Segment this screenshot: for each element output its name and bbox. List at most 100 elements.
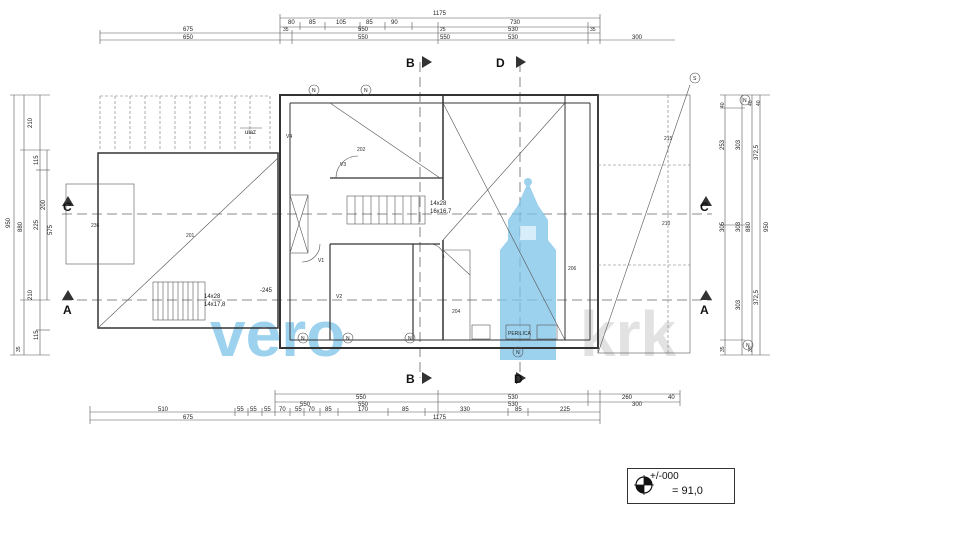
dim-right-b-0: 303 — [736, 221, 742, 232]
dim-bot-r3-2: 55 — [250, 407, 257, 413]
section-d-bottom: D — [514, 372, 523, 386]
label-s: S — [693, 76, 697, 82]
dim-top-r1-2: 105 — [336, 20, 347, 26]
section-b-top: B — [406, 56, 415, 70]
room-201: 201 — [186, 233, 195, 239]
label-v4: V4 — [286, 134, 292, 140]
label-v2: V2 — [336, 294, 342, 300]
dim-bot-r1-0: 550 — [356, 395, 367, 401]
dim-bot-r3-9: 85 — [402, 407, 409, 413]
level-legend: +/-000 = 91,0 — [627, 468, 735, 504]
dim-bot-r3-12: 225 — [560, 407, 571, 413]
section-a-left: A — [63, 303, 72, 317]
dim-right-b-2: 880 — [746, 221, 752, 232]
house-walls: 14x28 16x16,7 PERILICA 202 204 206 236 V… — [91, 94, 599, 349]
section-c-right: C — [700, 200, 709, 214]
dim-right-c-1: 40 — [756, 100, 762, 106]
dim-left-mid-4: 115 — [34, 330, 40, 340]
right-dimensions: 40 253 303 303 35 303 305 880 950 40 40 … — [720, 94, 770, 356]
label-stair-top-2: 16x16,7 — [430, 209, 452, 215]
left-dimensions: 950 210 115 575 210 115 35 880 225 200 — [6, 94, 54, 356]
n-mark-7: N — [743, 98, 747, 104]
label-v1: V1 — [318, 258, 324, 264]
label-appliance: PERILICA — [508, 331, 531, 337]
dim-top-r3-0: 650 — [183, 35, 194, 41]
room-215: 215 — [664, 136, 673, 142]
dim-top-r2-2: 550 — [358, 27, 369, 33]
dim-bot-r3-0: 510 — [158, 407, 169, 413]
dim-right-c-2: 372,5 — [754, 144, 760, 160]
dim-bot-r4-0: 675 — [183, 415, 194, 421]
section-c-left: C — [63, 200, 72, 214]
legend-value-text: = 91,0 — [672, 485, 703, 497]
dim-right-a-1: 253 — [720, 139, 726, 150]
dim-top-r1-1: 85 — [309, 20, 316, 26]
dim-bot-r3-8: 170 — [358, 407, 369, 413]
dim-top-r2-0: 675 — [183, 27, 194, 33]
dim-left-inner-2: 200 — [41, 199, 47, 210]
dim-bot-r1-2: 260 — [622, 395, 633, 401]
room-206: 206 — [568, 266, 577, 272]
dim-bot-r2-0: 550 — [300, 402, 311, 408]
dim-top-r2-4: 530 — [508, 27, 519, 33]
legend-level-text: +/-000 — [650, 471, 679, 482]
dim-right-c-0: 40 — [748, 100, 754, 106]
level-marker-icon — [634, 475, 654, 495]
right-terrace: S 215 210 — [597, 72, 701, 354]
dim-bot-r3-4: 70 — [279, 407, 286, 413]
n-mark-8: N — [746, 343, 750, 349]
dim-bot-r3-11: 85 — [515, 407, 522, 413]
dim-left-mid-0: 210 — [28, 117, 34, 128]
dim-right-c-3: 372,5 — [754, 289, 760, 305]
room-202: 202 — [357, 147, 366, 153]
dim-bot-r3-7: 85 — [325, 407, 332, 413]
dim-bot-r3-3: 55 — [264, 407, 271, 413]
dim-left-mid-5: 35 — [16, 346, 22, 352]
dim-right-a-0: 40 — [720, 102, 726, 108]
label-stair-left: 14x28 — [204, 294, 221, 300]
section-d-top: D — [496, 56, 505, 70]
dim-right-b-1: 305 — [720, 221, 726, 232]
left-terrace: 14x28 14x17,8 -245 ulaz 201 — [65, 95, 279, 329]
n-mark-5: N — [408, 336, 412, 342]
dim-top-r1-4: 90 — [391, 20, 398, 26]
dim-bot-r2-3: 300 — [632, 402, 643, 408]
dim-left-outer: 950 — [6, 217, 12, 228]
dim-left-mid-2: 575 — [48, 224, 54, 235]
label-v3: V3 — [340, 162, 346, 168]
dim-top-total: 1175 — [433, 11, 447, 17]
dim-bot-r2-2: 530 — [508, 402, 519, 408]
n-mark-6: N — [516, 350, 520, 356]
dim-bot-r1-3: 40 — [668, 395, 675, 401]
n-mark-2: N — [364, 88, 368, 94]
dim-bot-r4-1: 1175 — [433, 415, 447, 421]
watermark: vero krk — [210, 178, 677, 370]
room-210: 210 — [662, 221, 671, 227]
dim-bot-r1-1: 530 — [508, 395, 519, 401]
top-dimensions: 1175 80 85 105 85 90 730 675 35 550 25 5… — [99, 11, 675, 44]
north-markers: N N N N N N N N — [297, 84, 754, 358]
dim-top-r3-4: 300 — [632, 35, 643, 41]
dim-top-r1-3: 85 — [366, 20, 373, 26]
dim-left-inner-0: 880 — [18, 221, 24, 232]
section-a-right: A — [700, 303, 709, 317]
n-mark-4: N — [346, 336, 350, 342]
dim-top-r1-0: 80 — [288, 20, 295, 26]
dim-right-b-3: 950 — [764, 221, 770, 232]
dim-top-r3-2: 550 — [440, 35, 451, 41]
n-mark-1: N — [312, 88, 316, 94]
dim-left-inner-1: 225 — [34, 219, 40, 230]
bottom-dimensions: 550 530 260 40 550 550 530 300 510 55 55… — [89, 390, 681, 424]
dim-bot-r3-6: 70 — [308, 407, 315, 413]
dim-top-r2-5: 35 — [590, 27, 596, 33]
dim-top-r2-1: 35 — [283, 27, 289, 33]
dim-left-mid-1: 115 — [34, 155, 40, 165]
dim-bot-r3-10: 330 — [460, 407, 471, 413]
dim-bot-r3-1: 55 — [237, 407, 244, 413]
dim-bot-r3-5: 55 — [295, 407, 302, 413]
dim-top-r2-3: 25 — [440, 27, 446, 33]
dim-bot-r2-1: 550 — [358, 402, 369, 408]
dim-right-a-4: 35 — [720, 346, 726, 352]
label-level-mark: -245 — [260, 288, 273, 294]
watermark-text-2: krk — [580, 298, 677, 370]
